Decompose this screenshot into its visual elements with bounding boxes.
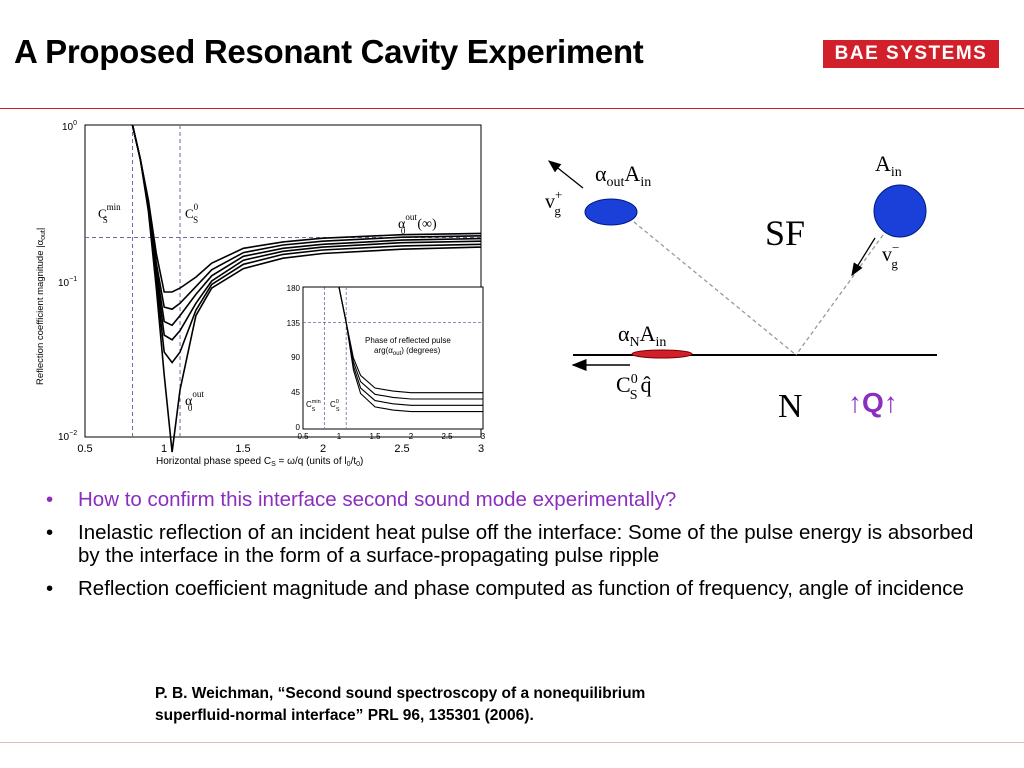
inset-x-tick-labels: 0.5 1 1.5 2 2.5 3 xyxy=(297,432,485,441)
main-series xyxy=(131,124,482,453)
title-divider xyxy=(0,108,1024,109)
citation-line: P. B. Weichman, “Second sound spectrosco… xyxy=(155,685,646,702)
x-tick-label: 1.5 xyxy=(235,443,250,455)
x-tick-label: 1 xyxy=(161,443,167,455)
y-tick-label: 100 xyxy=(62,120,77,133)
bae-systems-logo: BAE SYSTEMS xyxy=(823,40,999,68)
inset-x-tick-label: 2 xyxy=(409,432,414,441)
inset-reference-lines xyxy=(303,287,483,429)
y-axis-label: Reflection coefficient magnitude |αout| xyxy=(35,228,47,385)
inset-phase-subtitle: arg(αout) (degrees) xyxy=(374,346,441,357)
inset-series-line xyxy=(303,286,483,394)
label-alpha-n-a-in: αNAin xyxy=(618,321,666,350)
interface-ripple xyxy=(631,349,693,359)
inset-y-tick-label: 45 xyxy=(291,388,300,397)
y-tick-label: 10−2 xyxy=(58,430,77,443)
bullet-icon: • xyxy=(46,577,54,600)
inset-series xyxy=(303,286,483,413)
x-tick-label: 3 xyxy=(478,443,484,455)
vg-plus-arrow xyxy=(547,160,584,189)
inset-y-tick-label: 0 xyxy=(296,423,301,432)
heat-flow-q: ↑Q↑ xyxy=(848,387,898,418)
inset-x-tick-label: 0.5 xyxy=(297,432,309,441)
bullet-item: •Reflection coefficient magnitude and ph… xyxy=(46,577,964,600)
up-arrow-icon: ↑ xyxy=(884,387,898,418)
citation-line: superfluid-normal interface” PRL 96, 135… xyxy=(155,707,534,724)
inset-y-tick-label: 135 xyxy=(287,319,301,328)
bullet-item: •Inelastic reflection of an incident hea… xyxy=(46,521,974,567)
inset-x-tick-label: 2.5 xyxy=(441,432,453,441)
label-alpha-out-a-in: αoutAin xyxy=(595,161,651,190)
slide-title: A Proposed Resonant Cavity Experiment xyxy=(14,33,644,70)
bullet-item: •How to confirm this interface second so… xyxy=(46,488,677,511)
phase-inset: 180 135 90 45 0 0.5 1 1.5 2 2.5 3 Phase … xyxy=(287,284,486,441)
inset-x-tick-label: 1.5 xyxy=(369,432,381,441)
x-tick-labels: 0.5 1 1.5 2 2.5 3 xyxy=(77,443,484,455)
label-a-in: Ain xyxy=(875,151,902,180)
label-vg-plus: v+g xyxy=(545,187,562,218)
vg-minus-arrow xyxy=(851,237,876,277)
citation: P. B. Weichman, “Second sound spectrosco… xyxy=(155,683,835,727)
x-tick-label: 0.5 xyxy=(77,443,92,455)
inset-x-tick-label: 3 xyxy=(481,432,486,441)
inset-y-tick-label: 90 xyxy=(291,353,300,362)
reflected-pulse-ball xyxy=(584,198,638,226)
incident-ray xyxy=(795,234,884,356)
inset-y-tick-labels: 180 135 90 45 0 xyxy=(287,284,301,432)
up-arrow-icon: ↑ xyxy=(848,387,862,418)
x-tick-label: 2.5 xyxy=(394,443,409,455)
incident-pulse-ball xyxy=(873,184,927,238)
bullet-list: •How to confirm this interface second so… xyxy=(46,488,996,610)
y-tick-label: 10−1 xyxy=(58,276,77,289)
footer-divider xyxy=(0,742,1024,743)
x-axis-label: Horizontal phase speed CS = ω/q (units o… xyxy=(156,456,363,468)
x-tick-label: 2 xyxy=(320,443,326,455)
series-line xyxy=(131,124,482,293)
reflection-coefficient-plot: Reflection coefficient magnitude |αout| … xyxy=(35,120,486,468)
label-sf: SF xyxy=(765,213,805,253)
bullet-icon: • xyxy=(46,521,54,544)
bullet-icon: • xyxy=(46,488,54,511)
inset-x-tick-label: 1 xyxy=(337,432,342,441)
inset-phase-title: Phase of reflected pulse xyxy=(365,336,451,345)
reflected-ray xyxy=(622,212,797,356)
label-normal: N xyxy=(778,388,803,425)
label-vg-minus: v−g xyxy=(882,240,899,271)
inset-y-tick-label: 180 xyxy=(287,284,301,293)
